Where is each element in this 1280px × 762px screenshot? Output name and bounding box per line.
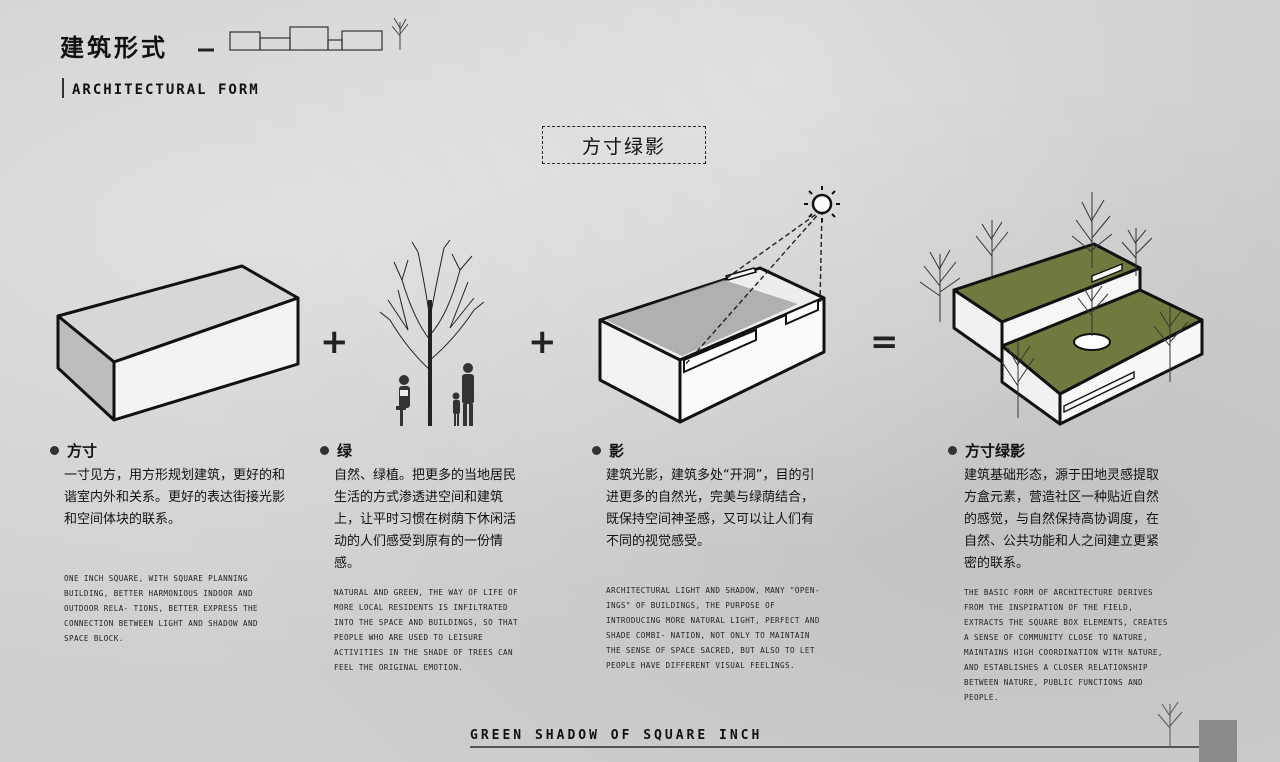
footer-title: GREEN SHADOW OF SQUARE INCH bbox=[470, 728, 763, 743]
footer-divider bbox=[470, 746, 1200, 748]
section-title: 影 bbox=[609, 442, 625, 460]
section-title: 方寸绿影 bbox=[965, 442, 1026, 460]
section-text-cn: 建筑基础形态，源于田地灵感提取方盒元素，营造社区一种贴近自然的感觉，与自然保持高… bbox=[964, 468, 1160, 571]
section-green-shadow: 方寸绿影 建筑基础形态，源于田地灵感提取方盒元素，营造社区一种贴近自然的感觉，与… bbox=[948, 440, 1170, 705]
bullet-icon bbox=[320, 446, 329, 455]
page-title: 建筑形式 bbox=[60, 34, 168, 62]
equals-operator: = bbox=[870, 322, 899, 362]
plus-operator-2: + bbox=[528, 322, 557, 362]
page-subtitle: ARCHITECTURAL FORM bbox=[72, 82, 260, 98]
section-square: 方寸 一寸见方，用方形规划建筑，更好的和谐室内外和关系。更好的表达街接光影和空间… bbox=[50, 440, 290, 646]
plus-operator-1: + bbox=[320, 322, 349, 362]
footer-tree-icon bbox=[1157, 701, 1183, 746]
bullet-icon bbox=[50, 446, 59, 455]
section-text-en: NATURAL AND GREEN, THE WAY OF LIFE OF MO… bbox=[334, 588, 518, 672]
section-shadow: 影 建筑光影，建筑多处“开洞”，目的引进更多的自然光，完美与绿荫结合，既保持空间… bbox=[592, 440, 824, 673]
tree-with-people-diagram bbox=[379, 240, 485, 426]
light-shadow-diagram bbox=[598, 186, 840, 424]
section-title: 方寸 bbox=[67, 442, 98, 460]
section-text-cn: 自然、绿植。把更多的当地居民生活的方式渗透进空间和建筑上，让平时习惯在树荫下休闲… bbox=[334, 468, 517, 571]
section-text-en: ONE INCH SQUARE, WITH SQUARE PLANNING BU… bbox=[64, 574, 258, 643]
section-text-cn: 一寸见方，用方形规划建筑，更好的和谐室内外和关系。更好的表达街接光影和空间体块的… bbox=[64, 468, 286, 527]
section-title: 绿 bbox=[337, 442, 353, 460]
green-roof-building-diagram bbox=[919, 192, 1204, 426]
header-skyline-icon bbox=[198, 17, 409, 52]
section-text-en: ARCHITECTURAL LIGHT AND SHADOW, MANY "OP… bbox=[606, 586, 820, 670]
section-text-cn: 建筑光影，建筑多处“开洞”，目的引进更多的自然光，完美与绿荫结合，既保持空间神圣… bbox=[606, 468, 815, 549]
title-divider bbox=[62, 78, 64, 98]
footer-block bbox=[1199, 720, 1237, 762]
bullet-icon bbox=[948, 446, 957, 455]
section-green: 绿 自然、绿植。把更多的当地居民生活的方式渗透进空间和建筑上，让平时习惯在树荫下… bbox=[320, 440, 526, 675]
section-text-en: THE BASIC FORM OF ARCHITECTURE DERIVES F… bbox=[964, 588, 1168, 702]
sun-icon bbox=[804, 186, 840, 222]
concept-label: 方寸绿影 bbox=[542, 126, 706, 164]
bullet-icon bbox=[592, 446, 601, 455]
box-diagram bbox=[56, 264, 300, 422]
